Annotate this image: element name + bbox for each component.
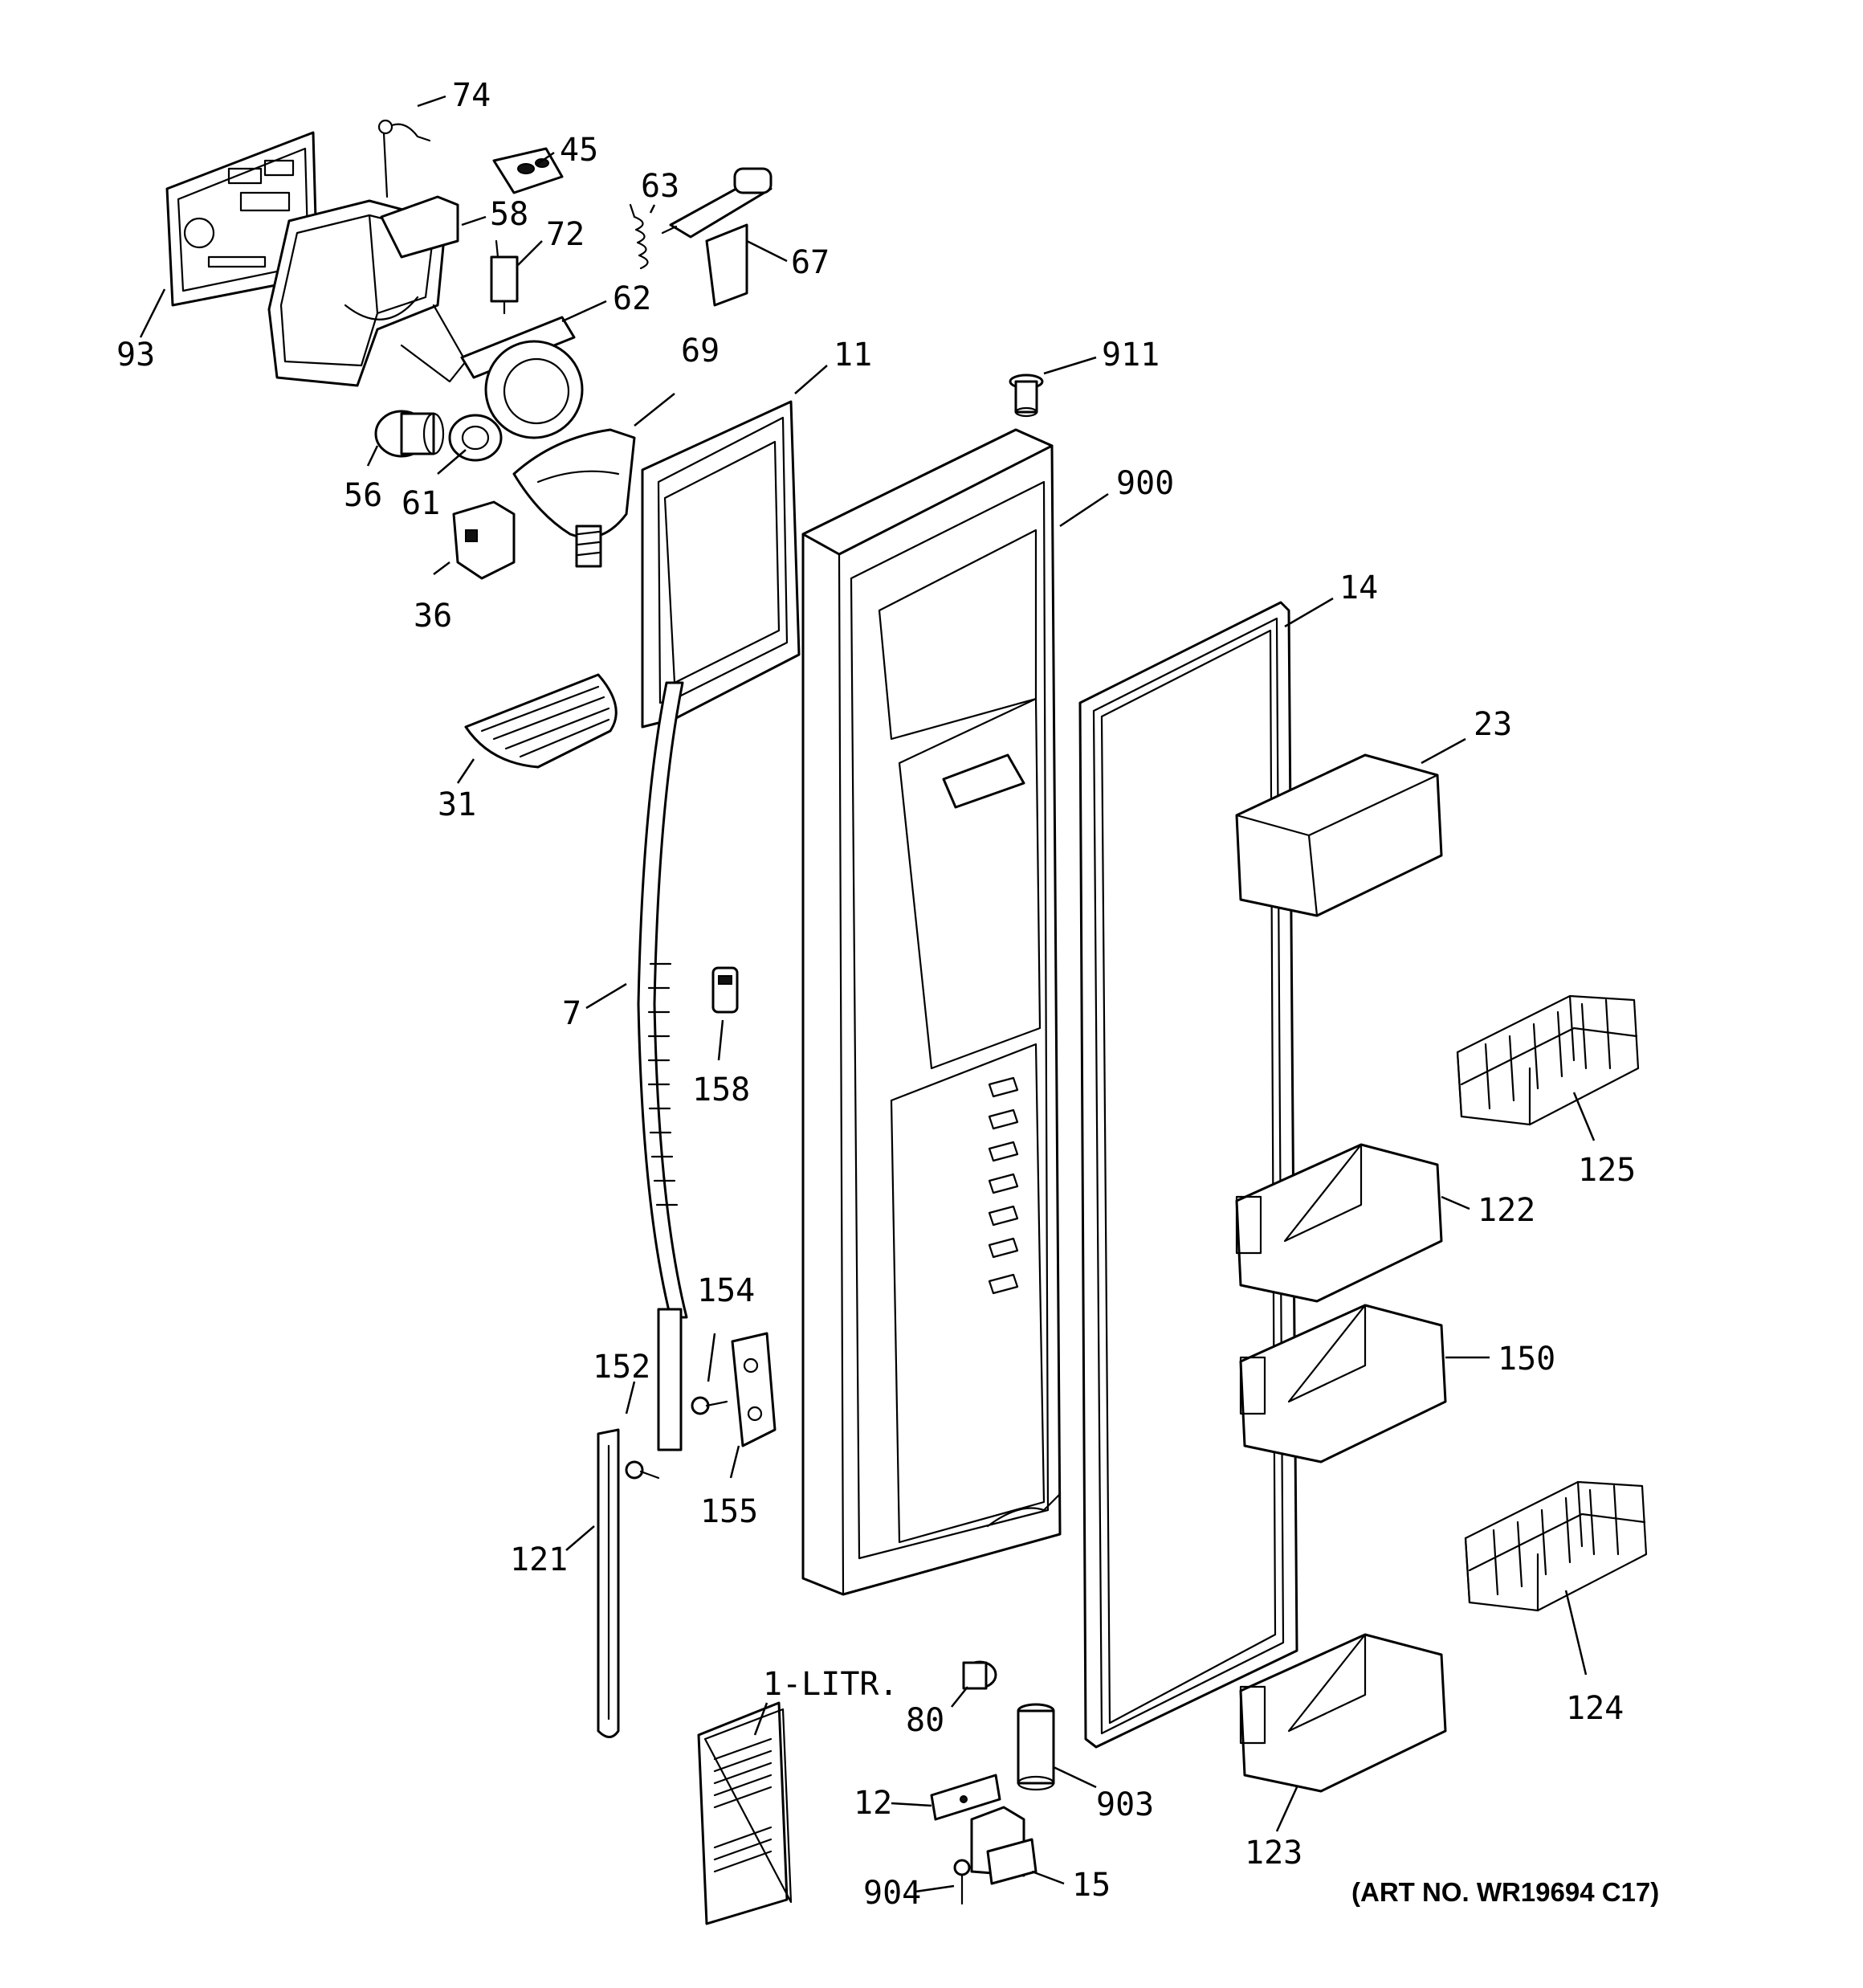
part-158-clip — [711, 966, 739, 1014]
callout-14: 14 — [1339, 569, 1378, 606]
part-74-spring — [377, 119, 431, 198]
art-number: (ART NO. WR19694 C17) — [1351, 1877, 1659, 1907]
callout-67: 67 — [791, 244, 830, 281]
callout-125: 125 — [1578, 1152, 1636, 1189]
callout-155: 155 — [700, 1493, 758, 1530]
part-123-shelf — [1239, 1633, 1447, 1793]
part-56-solenoid — [374, 410, 445, 458]
callout-124: 124 — [1566, 1690, 1624, 1727]
part-125-wire-basket — [1456, 994, 1640, 1126]
part-900-door — [801, 428, 1062, 1596]
callout-15: 15 — [1072, 1867, 1111, 1904]
callout-154: 154 — [697, 1272, 755, 1309]
callout-23: 23 — [1474, 706, 1512, 743]
callout-36: 36 — [414, 598, 452, 635]
part-121-trim — [597, 1428, 620, 1738]
leader-lines — [139, 95, 1596, 1893]
callout-45: 45 — [560, 132, 598, 169]
part-58-dispenser-housing — [267, 195, 467, 387]
callout-12: 12 — [854, 1785, 892, 1822]
callout-7: 7 — [562, 995, 581, 1032]
part-152-screw — [625, 1460, 660, 1480]
callout-56: 56 — [344, 477, 382, 514]
part-904-screw — [953, 1859, 971, 1905]
part-80-cap — [962, 1660, 997, 1690]
part-67-lever — [661, 167, 773, 307]
part-31-drip-tray — [464, 673, 618, 769]
callout-69: 69 — [681, 333, 720, 369]
callout-62: 62 — [613, 280, 651, 317]
callout-900: 900 — [1116, 465, 1174, 502]
callout-labels: 74 45 63 58 72 67 93 62 69 11 911 56 61 … — [116, 77, 1659, 1912]
callout-904: 904 — [863, 1875, 921, 1912]
part-154-screw — [691, 1396, 728, 1415]
callout-150: 150 — [1498, 1341, 1555, 1378]
part-63-spring — [629, 203, 649, 270]
callout-61: 61 — [402, 485, 440, 522]
part-155-hinge-plate — [731, 1332, 777, 1447]
callout-903: 903 — [1096, 1786, 1154, 1823]
part-903-tube — [1017, 1703, 1055, 1791]
part-12-plate — [930, 1774, 1001, 1821]
callout-31: 31 — [438, 786, 476, 823]
part-36-bracket — [452, 500, 516, 580]
callout-72: 72 — [546, 216, 585, 253]
callout-121: 121 — [510, 1541, 568, 1578]
callout-74: 74 — [452, 77, 491, 114]
part-14-gasket — [1078, 601, 1298, 1749]
callout-63: 63 — [641, 168, 679, 205]
part-15-hinge — [970, 1806, 1037, 1885]
part-69-ice-chute — [512, 428, 636, 568]
callout-93: 93 — [116, 337, 155, 374]
callout-80: 80 — [906, 1702, 944, 1739]
part-72-switch — [490, 239, 519, 315]
callout-158: 158 — [692, 1072, 750, 1108]
part-61-cap — [448, 414, 503, 462]
part-11-frame — [641, 400, 801, 729]
part-23-bin — [1235, 753, 1443, 917]
part-62-chute-ring — [460, 316, 584, 439]
part-911-bushing — [1009, 374, 1044, 418]
callout-122: 122 — [1478, 1192, 1535, 1229]
part-150-shelf — [1239, 1304, 1447, 1463]
callout-911: 911 — [1102, 337, 1160, 374]
callout-123: 123 — [1245, 1835, 1302, 1872]
part-124-wire-basket — [1464, 1480, 1648, 1612]
part-7-handle — [637, 681, 688, 1451]
part-122-shelf — [1235, 1143, 1443, 1303]
callout-152: 152 — [593, 1349, 650, 1386]
callout-58: 58 — [490, 196, 528, 233]
callout-1-litr: 1-LITR. — [763, 1666, 899, 1703]
part-literature-booklet — [697, 1701, 793, 1925]
callout-11: 11 — [834, 337, 872, 374]
